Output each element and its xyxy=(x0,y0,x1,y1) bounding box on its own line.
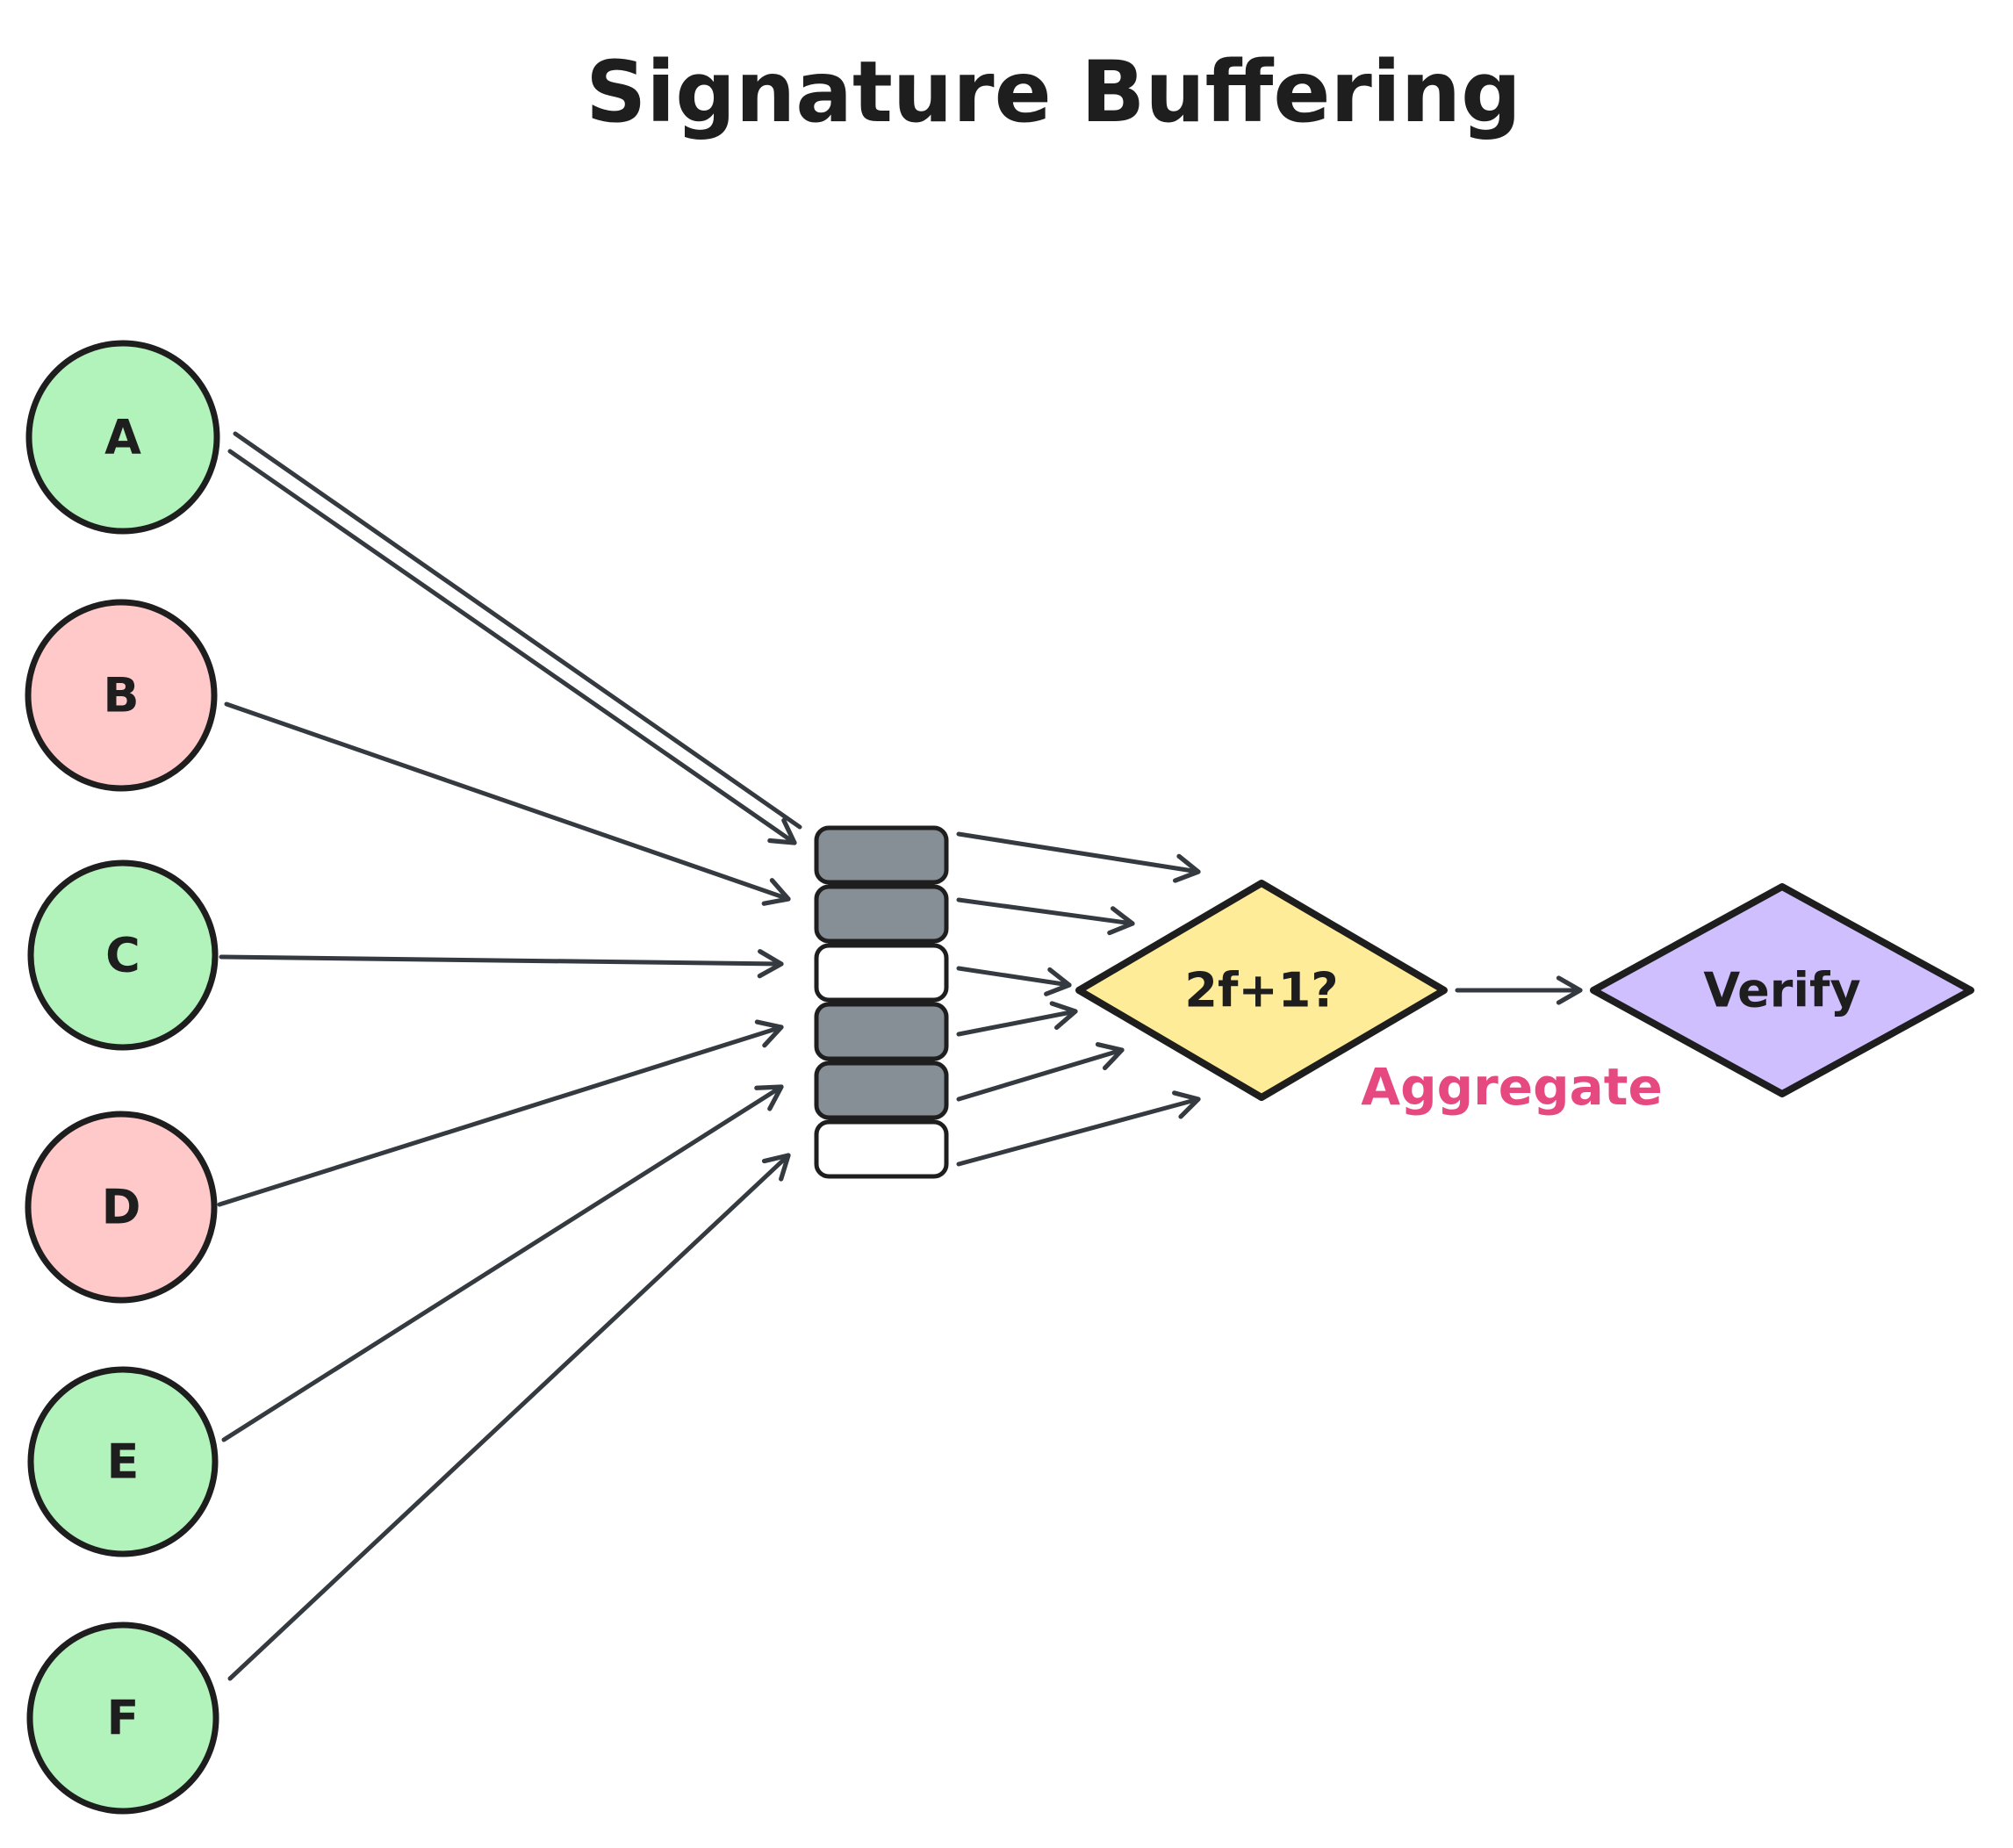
arrow-slot1-to-decision xyxy=(956,831,1201,883)
aggregate-label: Aggregate xyxy=(1361,1057,1663,1117)
decision-label: 2f+1? xyxy=(1184,963,1338,1018)
buffer-slot-6 xyxy=(814,1119,949,1179)
node-D-label: D xyxy=(102,1180,141,1235)
node-C: C xyxy=(27,859,219,1051)
node-D: D xyxy=(25,1111,218,1304)
signature-buffer xyxy=(814,825,949,1179)
arrow-slot4-to-decision xyxy=(956,1001,1078,1037)
decision-diamond xyxy=(1075,880,1448,1101)
node-F-circle xyxy=(26,1621,219,1815)
node-B: B xyxy=(25,599,218,792)
arrow-D-to-buffer xyxy=(217,1019,784,1207)
arrow-slot5-to-decision xyxy=(956,1042,1125,1102)
arrow-E-to-buffer xyxy=(221,1084,784,1442)
node-C-label: C xyxy=(105,928,140,983)
verify-label: Verify xyxy=(1703,963,1860,1018)
node-A-label: A xyxy=(104,410,141,465)
node-B-circle xyxy=(25,599,218,792)
node-D-circle xyxy=(25,1111,218,1304)
node-E-circle xyxy=(27,1366,219,1557)
buffer-slot-3 xyxy=(814,943,949,1003)
node-F-label: F xyxy=(107,1691,140,1746)
node-E-label: E xyxy=(107,1435,140,1490)
buffer-slot-5 xyxy=(814,1061,949,1120)
node-C-circle xyxy=(27,859,219,1051)
buffer-slot-4 xyxy=(814,1002,949,1061)
node-A: A xyxy=(25,340,220,535)
arrow-C-to-buffer xyxy=(219,949,784,979)
buffer-slot-2 xyxy=(814,884,949,944)
node-E: E xyxy=(27,1366,219,1557)
node-F: F xyxy=(26,1621,219,1815)
buffer-slot-1 xyxy=(814,825,949,885)
buffer-output-arrows xyxy=(956,831,1201,1167)
verify-node: Verify xyxy=(1590,883,1974,1097)
input-arrows xyxy=(217,431,802,1681)
arrow-B-to-buffer xyxy=(224,701,791,906)
node-A-circle xyxy=(25,340,220,535)
arrow-A-to-buffer-outer xyxy=(233,431,802,830)
arrow-slot3-to-decision xyxy=(956,966,1072,996)
arrow-A-to-buffer xyxy=(227,449,797,845)
arrow-slot2-to-decision xyxy=(956,897,1135,936)
arrow-F-to-buffer xyxy=(227,1153,791,1681)
diagram-title: Signature Buffering xyxy=(586,43,1521,141)
decision-node: 2f+1? xyxy=(1075,880,1448,1101)
verify-diamond xyxy=(1590,883,1974,1097)
arrow-slot6-to-decision xyxy=(956,1090,1201,1167)
node-B-label: B xyxy=(103,668,139,723)
